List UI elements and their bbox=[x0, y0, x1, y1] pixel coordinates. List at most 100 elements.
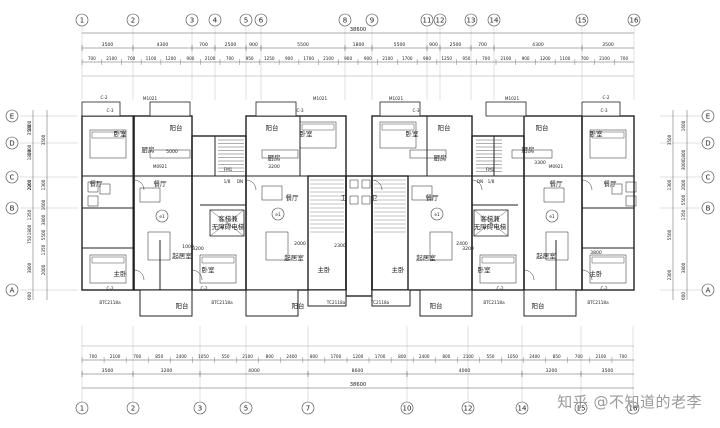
pillow bbox=[481, 256, 515, 264]
row-bubble-E bbox=[5, 109, 19, 123]
dim-top-fine: 900 bbox=[522, 56, 530, 61]
dim-top-fine: 700 bbox=[127, 56, 135, 61]
dim-side: 1800 bbox=[681, 149, 686, 160]
room-label: 厨房 bbox=[522, 145, 535, 154]
dim-bottom-mid: 8600 bbox=[352, 368, 364, 374]
dim-side: 3500 bbox=[41, 134, 46, 145]
dim-bottom-fine: 850 bbox=[553, 354, 561, 359]
dim-side: 1800 bbox=[27, 224, 32, 235]
inner-dim: 2300 bbox=[334, 243, 346, 249]
room-label: 阳台 bbox=[532, 301, 545, 310]
dim-top-fine: 1700 bbox=[402, 56, 413, 61]
dim-top-fine: 900 bbox=[364, 56, 372, 61]
room-label: 起居室 bbox=[284, 253, 304, 262]
axis-label-top-12: 12 bbox=[436, 17, 445, 25]
row-bubble-C bbox=[5, 170, 19, 184]
dim-bottom-fine: 800 bbox=[266, 354, 274, 359]
balcony-block bbox=[245, 289, 299, 317]
row-label-D: D bbox=[9, 140, 14, 148]
dim-top-fine: 1100 bbox=[146, 56, 157, 61]
dim-bottom-fine: 800 bbox=[442, 354, 450, 359]
dining-table bbox=[139, 187, 161, 203]
dim-top-mid: 1800 bbox=[353, 42, 365, 48]
top-window-block bbox=[255, 101, 297, 117]
sofa bbox=[265, 231, 289, 261]
bed bbox=[379, 121, 417, 149]
dim-side: 2300 bbox=[667, 269, 672, 280]
room-label: 厨房 bbox=[142, 145, 155, 154]
bed bbox=[589, 254, 627, 284]
room-label: 起居室 bbox=[172, 251, 192, 260]
opening-tag: C-3 bbox=[600, 108, 607, 113]
room-label: 餐厅 bbox=[154, 179, 168, 188]
door-swing bbox=[133, 179, 145, 191]
dim-side: 1600 bbox=[681, 120, 686, 131]
marker-e1-label: e1 bbox=[434, 212, 440, 217]
bath-fixture bbox=[625, 195, 637, 207]
stair-label: 1/8 bbox=[488, 179, 495, 184]
opening-tag: C-2 bbox=[106, 286, 113, 291]
door-swing bbox=[523, 269, 535, 281]
dim-top-mid: 3500 bbox=[602, 42, 614, 48]
opening-tag: BTC2118a bbox=[211, 300, 233, 305]
axis-label-bottom-1: 1 bbox=[80, 405, 84, 413]
dining-table bbox=[261, 185, 283, 201]
unit-block bbox=[133, 115, 193, 291]
dim-bottom-fine: 550 bbox=[222, 354, 230, 359]
dim-side: 5500 bbox=[681, 194, 686, 205]
marker-e1-label: e1 bbox=[549, 214, 555, 219]
axis-label-bottom-15: 15 bbox=[577, 405, 586, 413]
axis-label-top-6: 6 bbox=[259, 17, 264, 25]
axis-label-bottom-7: 7 bbox=[306, 405, 310, 413]
room-label: 卧室 bbox=[478, 265, 492, 274]
bed bbox=[589, 129, 627, 159]
balcony-block bbox=[371, 289, 411, 307]
dim-side: 1300 bbox=[667, 179, 672, 190]
sofa bbox=[147, 231, 171, 261]
dim-side: 1600 bbox=[41, 199, 46, 210]
opening-tag: M0921 bbox=[549, 164, 564, 169]
opening-tag: M1021 bbox=[143, 96, 158, 101]
inner-dim: 2400 bbox=[456, 241, 468, 247]
bath-fixture bbox=[87, 181, 99, 193]
marker-e1 bbox=[430, 207, 444, 221]
row-label-D: D bbox=[705, 140, 710, 148]
axis-label-top-2: 2 bbox=[131, 17, 135, 25]
elevator-cross bbox=[209, 209, 245, 237]
unit-block bbox=[245, 115, 347, 291]
opening-tag: M1021 bbox=[389, 96, 404, 101]
opening-tag: C-3 bbox=[106, 108, 113, 113]
room-label: 主卧 bbox=[392, 265, 406, 274]
door-swing bbox=[581, 269, 593, 281]
kitchen-counter bbox=[409, 149, 447, 159]
pillow bbox=[91, 256, 125, 264]
room-label: 主卧 bbox=[590, 269, 604, 278]
dim-bottom-fine: 2400 bbox=[286, 354, 297, 359]
dim-top-mid: 5500 bbox=[394, 42, 406, 48]
axis-label-top-9: 9 bbox=[370, 17, 374, 25]
sofa bbox=[545, 231, 569, 261]
dim-side: 2200 bbox=[27, 179, 32, 190]
elevator-label: 客梯兼 bbox=[218, 214, 238, 223]
dim-bottom-fine: 1050 bbox=[198, 354, 209, 359]
dining-table bbox=[543, 187, 565, 203]
marker-e1 bbox=[155, 209, 169, 223]
dim-side: 1800 bbox=[27, 149, 32, 160]
balcony-block bbox=[523, 289, 577, 317]
dim-bottom-fine: 850 bbox=[155, 354, 163, 359]
room-label: 厨房 bbox=[268, 153, 281, 162]
dim-bottom-mid: 3200 bbox=[161, 368, 173, 374]
watermark: 知乎 @不知道的老李 bbox=[557, 393, 702, 411]
dim-top-fine: 900 bbox=[186, 56, 194, 61]
marker-e1-label: e1 bbox=[159, 214, 165, 219]
elevator-shaft bbox=[209, 209, 245, 237]
door-swing bbox=[581, 179, 593, 191]
room-label: 餐厅 bbox=[286, 193, 300, 202]
opening-tag: C-3 bbox=[412, 108, 419, 113]
bath-fixture bbox=[87, 195, 99, 207]
marker-e1-label: e1 bbox=[275, 212, 281, 217]
dim-side: 3500 bbox=[27, 124, 32, 135]
opening-tag: BTC2118a bbox=[483, 300, 505, 305]
room-label: 餐厅 bbox=[426, 193, 440, 202]
